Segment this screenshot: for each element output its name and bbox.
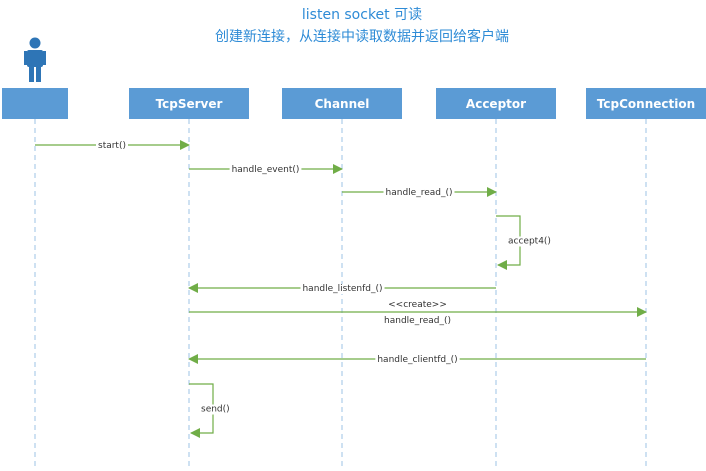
message-3: handle_read_() — [342, 187, 497, 198]
participant-channel-box[interactable] — [282, 88, 402, 119]
message-label-background — [386, 300, 449, 310]
participants: TcpServer Channel Acceptor TcpConnection — [2, 37, 706, 119]
messages: start()handle_event()handle_read_()accep… — [35, 140, 647, 438]
participant-tcpserver-box[interactable] — [129, 88, 249, 119]
message-label: handle_event() — [232, 165, 300, 175]
message-label: handle_clientfd_() — [377, 355, 457, 365]
participant-acceptor-box[interactable] — [436, 88, 556, 119]
message-label-background — [506, 236, 553, 247]
message-7: handle_clientfd_() — [188, 354, 646, 365]
message-1: start() — [35, 140, 190, 151]
message-label: handle_listenfd_() — [302, 284, 382, 294]
participant-user-box[interactable] — [2, 88, 68, 119]
message-stereotype: <<create>> — [388, 300, 447, 310]
message-label: handle_read_() — [386, 188, 453, 198]
message-label: start() — [98, 141, 126, 151]
participant-tcpconnection-box[interactable] — [586, 88, 706, 119]
participant-tcpserver-label: TcpServer — [156, 97, 223, 111]
message-8: send() — [189, 383, 232, 438]
diagram-title: listen socket 可读 — [302, 6, 422, 23]
message-label-background — [375, 355, 460, 365]
message-4: accept4() — [496, 215, 553, 270]
diagram-subtitle: 创建新连接，从连接中读取数据并返回给客户端 — [215, 28, 509, 45]
message-label-background — [96, 141, 128, 151]
lifelines — [34, 119, 647, 470]
message-2: handle_event() — [189, 164, 343, 175]
message-label-background — [300, 284, 385, 294]
message-5: handle_listenfd_() — [188, 283, 496, 294]
message-label-background — [229, 165, 302, 175]
message-label-background — [383, 188, 455, 198]
message-label: handle_read_() — [384, 316, 451, 326]
message-label-background — [382, 316, 453, 326]
participant-tcpconnection-label: TcpConnection — [597, 97, 695, 111]
user-figure-icon — [24, 37, 46, 82]
message-label-background — [199, 404, 232, 415]
message-label: send() — [201, 405, 230, 415]
participant-acceptor-label: Acceptor — [466, 97, 526, 111]
message-label: accept4() — [508, 237, 551, 247]
participant-channel-label: Channel — [315, 97, 370, 111]
message-6: handle_read_() <<create>> — [189, 300, 647, 326]
